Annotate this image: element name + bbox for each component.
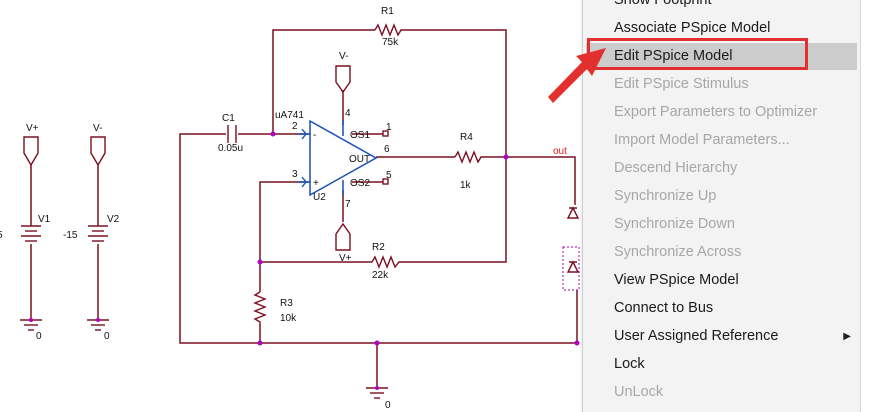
resistor-r3[interactable]: [253, 291, 267, 324]
pin3-label: 3: [292, 169, 298, 180]
vplus-port-label: V+: [339, 253, 352, 264]
menu-item-descend-hierarchy: Descend Hierarchy: [586, 155, 857, 182]
r1-value-label: 75k: [382, 37, 399, 48]
pin7-label: 7: [345, 199, 351, 210]
power-port-v2[interactable]: [90, 136, 106, 167]
out-pin-label: OUT: [349, 154, 370, 165]
menu-item-lock[interactable]: Lock: [586, 351, 857, 378]
pin1-label: 1: [386, 122, 392, 133]
menu-item-view-pspice-model[interactable]: View PSpice Model: [586, 267, 857, 294]
v2-ref-label: V2: [107, 214, 120, 225]
resistor-r1[interactable]: [374, 23, 403, 37]
menu-item-connect-to-bus[interactable]: Connect to Bus: [586, 295, 857, 322]
opamp-ref-label: U2: [313, 192, 326, 203]
v1-ref-label: V1: [38, 214, 51, 225]
menu-item-label: Synchronize Across: [614, 244, 742, 260]
r3-value-label: 10k: [280, 313, 297, 324]
wires: [30, 29, 578, 388]
menu-item-edit-pspice-model[interactable]: Edit PSpice Model: [586, 43, 857, 70]
menu-item-user-assigned-reference[interactable]: User Assigned Reference ▶: [586, 323, 857, 350]
r4-ref-label: R4: [460, 132, 473, 143]
pin-os1-end[interactable]: [382, 130, 389, 137]
power-port-vplus-opamp[interactable]: [335, 222, 351, 251]
menu-item-label: View PSpice Model: [614, 272, 739, 288]
os1-label: OS1: [350, 130, 370, 141]
menu-item-show-footprint[interactable]: Show Footprint: [586, 0, 857, 14]
gnd3-label: 0: [385, 400, 391, 411]
out-net-label: out: [553, 146, 567, 157]
menu-item-export-parameters-to-optimizer: Export Parameters to Optimizer: [586, 99, 857, 126]
r2-ref-label: R2: [372, 242, 385, 253]
menu-item-label: Associate PSpice Model: [614, 20, 771, 36]
menu-item-synchronize-up: Synchronize Up: [586, 183, 857, 210]
v1-port-label: V+: [26, 123, 39, 134]
menu-item-label: Edit PSpice Model: [614, 48, 733, 64]
gnd2-label: 0: [104, 331, 110, 342]
pin6-label: 6: [384, 144, 390, 155]
pin5-label: 5: [386, 170, 392, 181]
r3-ref-label: R3: [280, 298, 293, 309]
gnd1-label: 0: [36, 331, 42, 342]
opamp-model-label: uA741: [275, 110, 304, 121]
schematic-labels: R1 75k R4 1k R2 22k R3 10k C1 0.05u uA74…: [0, 6, 567, 411]
os2-label: OS2: [350, 178, 370, 189]
pin-plus-label: +: [313, 178, 319, 189]
menu-item-label: UnLock: [614, 384, 664, 400]
r4-value-label: 1k: [460, 180, 472, 191]
menu-item-synchronize-down: Synchronize Down: [586, 211, 857, 238]
v2-port-label: V-: [93, 123, 102, 134]
junction-nodes: [29, 131, 580, 390]
voltage-source-v1[interactable]: [21, 225, 41, 242]
v1-value-label: 5: [0, 230, 3, 241]
menu-item-label: Connect to Bus: [614, 300, 714, 316]
resistor-r4[interactable]: [454, 150, 483, 164]
menu-item-label: Descend Hierarchy: [614, 160, 738, 176]
menu-item-label: User Assigned Reference: [614, 328, 779, 344]
resistor-r2[interactable]: [371, 255, 402, 269]
v2-value-label: -15: [63, 230, 78, 241]
c1-ref-label: C1: [222, 113, 235, 124]
pin-minus-label: -: [313, 130, 316, 141]
pin2-label: 2: [292, 121, 298, 132]
menu-item-synchronize-across: Synchronize Across: [586, 239, 857, 266]
r2-value-label: 22k: [372, 270, 389, 281]
menu-item-label: Export Parameters to Optimizer: [614, 104, 818, 120]
menu-item-label: Show Footprint: [614, 0, 712, 8]
window-edge: [860, 0, 870, 412]
pin4-label: 4: [345, 108, 351, 119]
menu-item-import-model-parameters: Import Model Parameters...: [586, 127, 857, 154]
menu-item-label: Synchronize Up: [614, 188, 717, 204]
power-port-v1[interactable]: [23, 136, 39, 167]
power-port-vminus-opamp[interactable]: [335, 65, 351, 94]
menu-item-edit-pspice-stimulus: Edit PSpice Stimulus: [586, 71, 857, 98]
pin-os2-end[interactable]: [382, 178, 389, 185]
menu-item-label: Synchronize Down: [614, 216, 735, 232]
capacitor-c1[interactable]: [227, 125, 237, 143]
menu-item-label: Lock: [614, 356, 645, 372]
submenu-arrow-icon: ▶: [843, 331, 851, 342]
voltage-source-v2[interactable]: [88, 225, 108, 242]
c1-value-label: 0.05u: [218, 143, 243, 154]
menu-item-associate-pspice-model[interactable]: Associate PSpice Model: [586, 15, 857, 42]
menu-item-label: Import Model Parameters...: [614, 132, 790, 148]
vminus-port-label: V-: [339, 51, 348, 62]
menu-item-unlock: UnLock: [586, 379, 857, 406]
opamp-u2[interactable]: [298, 119, 378, 197]
menu-item-label: Edit PSpice Stimulus: [614, 76, 749, 92]
zener-diode[interactable]: [562, 206, 580, 291]
r1-ref-label: R1: [381, 6, 394, 17]
